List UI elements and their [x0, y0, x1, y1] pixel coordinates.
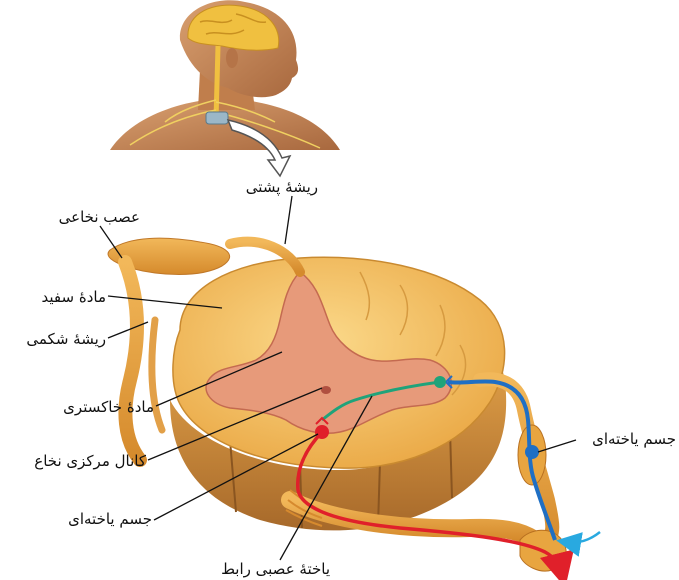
label-gray-matter: مادۀ خاکستری [63, 398, 154, 416]
motor-cell-body [315, 425, 329, 439]
spinal-nerve [125, 262, 140, 460]
label-spinal-nerve: عصب نخاعی [59, 208, 140, 226]
label-central-canal: کانال مرکزی نخاع [34, 452, 147, 470]
label-white-matter: مادۀ سفید [42, 288, 106, 306]
label-motor-cell-body: جسم یاخته‌ای [68, 510, 152, 528]
sensory-cell-body [525, 445, 539, 459]
label-dorsal-root: ریشۀ پشتی [246, 178, 318, 197]
label-interneuron: یاختۀ عصبی رابط [221, 560, 330, 578]
central-canal [321, 386, 331, 394]
label-sensory-cell-body: جسم یاخته‌ای [592, 430, 676, 448]
stimulus-arrow [566, 532, 600, 543]
interneuron-cell-body [434, 376, 446, 388]
spinal-cord-section [108, 238, 600, 574]
human-figure [110, 0, 340, 150]
label-ventral-root: ریشۀ شکمی [26, 330, 106, 348]
